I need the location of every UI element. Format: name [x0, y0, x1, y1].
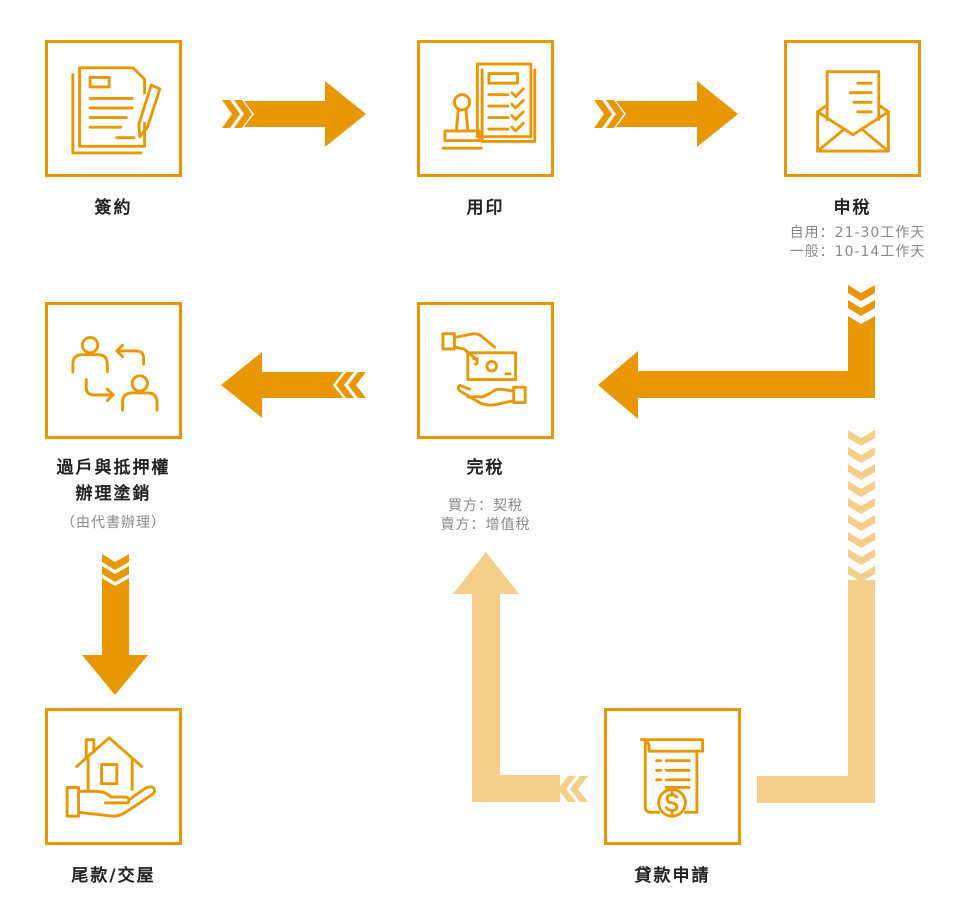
envelope-letter-icon [816, 70, 890, 153]
step-loan-box [604, 708, 741, 845]
step-loan-label: 貸款申請 [634, 866, 711, 886]
step-taxdone-label: 完稅 [466, 458, 505, 478]
receipt-dollar-icon [639, 738, 705, 818]
step-stamp-box [417, 40, 554, 177]
step-taxdone-box [417, 302, 554, 439]
arrow-taxdone-to-transfer [221, 352, 343, 418]
arrow-transfer-to-handover [82, 578, 148, 695]
transfer-label-line1: 過戶與抵押權 [56, 458, 171, 478]
loan-to-taxdone-arrow [453, 552, 560, 802]
arrow-stamp-to-declare [616, 81, 738, 147]
declare-note-general: 一般：10-14工作天 [789, 244, 926, 260]
step-declare-box [784, 40, 921, 177]
people-exchange-icon [71, 336, 159, 412]
step-sign-label: 簽約 [94, 198, 133, 218]
arrow-declare-to-taxdone [598, 316, 875, 419]
arrow-sign-to-stamp [244, 81, 366, 147]
stamp-checklist-icon [441, 62, 537, 150]
step-transfer-box [45, 302, 182, 439]
step-transfer-label: 過戶與抵押權 辦理塗銷 [25, 455, 202, 507]
transfer-label-line2: 辦理塗銷 [75, 484, 152, 504]
taxdone-note-seller: 賣方：增值稅 [440, 517, 531, 533]
step-declare-notes: 自用：21-30工作天 一般：10-14工作天 [764, 224, 951, 262]
contract-pen-icon [71, 66, 162, 155]
loan-vertical-bar [848, 580, 875, 802]
hand-money-icon [441, 332, 527, 407]
step-handover-label: 尾款/交屋 [71, 866, 156, 886]
declare-note-self-use: 自用：21-30工作天 [789, 225, 926, 241]
step-stamp-label: 用印 [466, 198, 505, 218]
step-sign-box [45, 40, 182, 177]
hand-house-icon [65, 736, 157, 818]
loan-horizontal-bar [757, 776, 875, 803]
step-transfer-sub: （由代書辦理） [61, 515, 166, 531]
step-declare-label: 申稅 [833, 198, 872, 218]
loan-flow-path [453, 430, 875, 803]
light-chevron-stack [848, 430, 875, 582]
taxdone-note-buyer: 買方：契稅 [448, 498, 523, 514]
step-handover-box [45, 708, 182, 845]
step-taxdone-notes: 買方：契稅 賣方：增值稅 [397, 497, 574, 535]
light-chevron-left [570, 776, 588, 802]
primary-flow-path [82, 81, 875, 695]
